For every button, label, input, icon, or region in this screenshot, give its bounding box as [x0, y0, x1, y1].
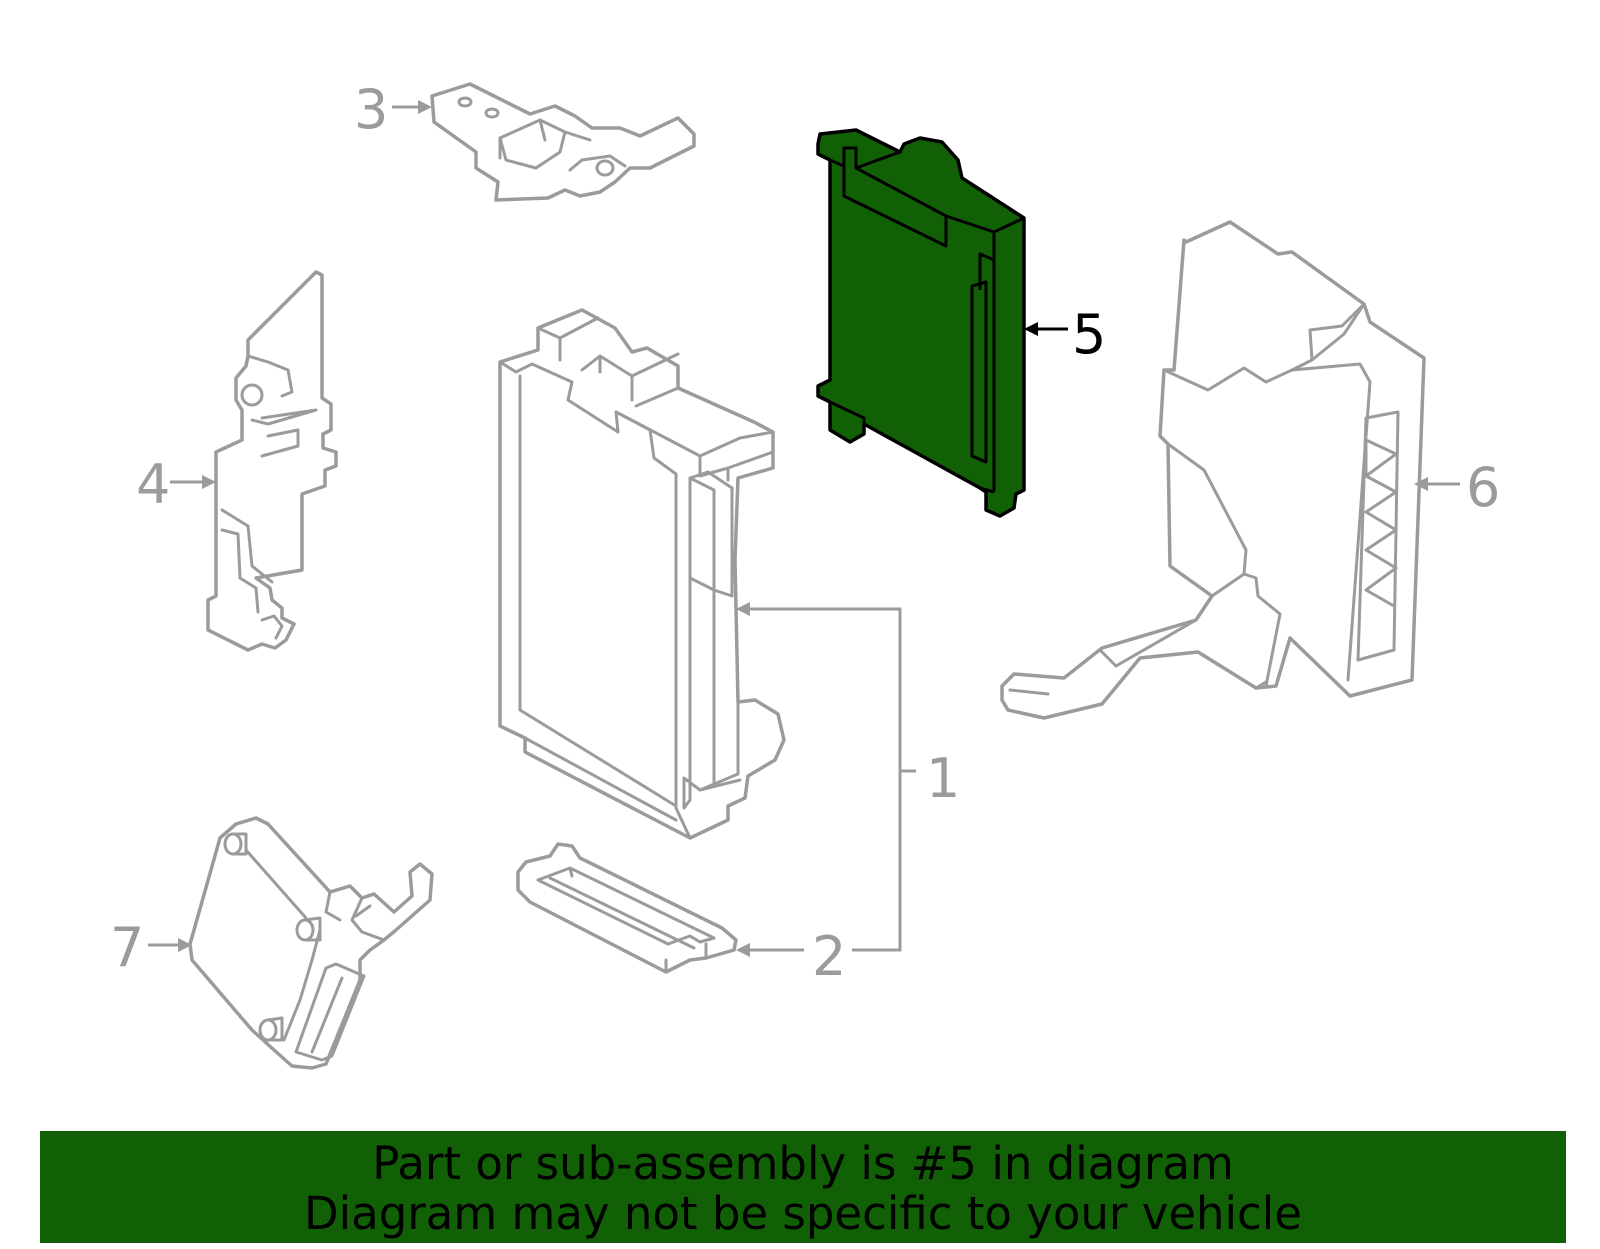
banner-line-1: Part or sub-assembly is #5 in diagram — [372, 1137, 1234, 1190]
banner-line-2: Diagram may not be specific to your vehi… — [304, 1187, 1302, 1240]
callout-2: 2 — [812, 925, 846, 988]
arrow-2 — [736, 943, 750, 957]
callout-5: 5 — [1072, 303, 1106, 366]
part-1-junction-block[interactable] — [498, 308, 786, 840]
arrow-3 — [418, 100, 432, 114]
callout-4: 4 — [136, 453, 170, 516]
arrow-4 — [202, 475, 216, 489]
arrow-1 — [736, 602, 750, 616]
part-5-module-highlighted[interactable] — [816, 128, 1026, 518]
part-3-bracket[interactable] — [430, 82, 696, 202]
callout-3: 3 — [354, 78, 388, 141]
callout-7: 7 — [110, 916, 144, 979]
callout-6: 6 — [1466, 456, 1500, 519]
arrow-5 — [1024, 322, 1038, 336]
leader-1-2-bracket — [736, 602, 916, 957]
callout-1: 1 — [926, 747, 960, 810]
part-4-bracket[interactable] — [206, 270, 338, 652]
part-2-cover[interactable] — [516, 842, 738, 974]
part-7-bracket[interactable] — [188, 816, 434, 1070]
info-banner: Part or sub-assembly is #5 in diagram Di… — [40, 1131, 1566, 1243]
arrow-7 — [178, 938, 192, 952]
part-6-junction-block[interactable] — [1000, 220, 1426, 720]
arrow-6 — [1414, 477, 1428, 491]
